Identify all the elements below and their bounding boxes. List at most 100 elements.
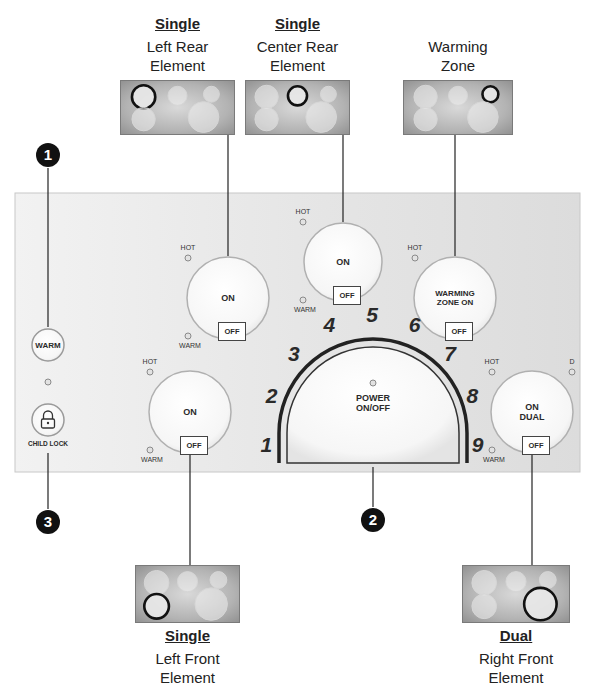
cooktop-drawing [404,81,512,134]
element-type: Single [142,626,234,645]
child-lock-button: CHILD LOCK [31,403,65,437]
element-name: Center Rear Element [252,37,344,75]
indicator-label: HOT [408,244,423,252]
button-circle [304,223,382,301]
power-level-number: 4 [323,314,335,336]
cooktop-drawing [136,566,239,622]
button-circle [32,404,64,436]
button-label: CHILD LOCK [28,440,68,448]
indicator-label: HOT [181,244,196,252]
cooktop-illustration: SingleLeft Rear Element [120,80,235,135]
button-label: ON [183,407,197,417]
element-caption: SingleCenter Rear Element [252,14,344,75]
burner [210,572,227,589]
button-circle [491,371,573,453]
burner [506,572,526,592]
button-label: OFF [452,328,467,336]
burner [472,594,497,619]
leader-line [372,467,373,507]
button-label: WARM [35,341,60,350]
burner [414,85,437,108]
power-level-number: 2 [266,385,278,407]
leader-line [47,453,48,509]
indicator-light [300,219,306,225]
button-label: ON [221,293,235,303]
button-shape [31,403,65,437]
burner [132,85,155,108]
burner [132,108,155,131]
indicator-label: HOT [485,358,500,366]
indicator-light [185,255,191,261]
button-label: OFF [529,442,544,450]
element-caption: SingleLeft Rear Element [132,14,224,75]
control-panel [15,193,580,472]
burner [539,572,556,589]
indicator-light [569,369,575,375]
indicator-light [412,255,418,261]
warm-button: WARM [31,328,65,362]
burner [320,86,336,102]
power-level-number: 3 [288,343,300,365]
indicator-label: WARM [483,456,505,464]
element-type: Single [132,14,224,33]
indicator-light [147,447,153,453]
control-knob: OFFON [303,222,383,302]
power-button: POWER ON/OFF [285,345,461,465]
power-level-number: 8 [467,385,479,407]
burner [524,588,556,620]
leader-line [227,135,228,256]
cooktop-surface [404,81,512,134]
control-knob: OFF ON [186,256,270,340]
burner [195,588,227,620]
burner [306,102,337,133]
indicator-label: WARM [294,306,316,314]
burner [168,86,187,105]
leader-line [454,135,455,256]
power-level-number: 7 [444,343,456,365]
element-name: Left Front Element [142,649,234,687]
indicator-light [45,379,51,385]
indicator-label: WARM [141,456,163,464]
power-level-number: 1 [261,434,273,456]
button-circle [149,371,231,453]
element-caption: Warming Zone [412,37,504,75]
leader-line [531,455,532,565]
cooktop-illustration: SingleCenter Rear Element [245,80,350,135]
lock-body [42,419,55,428]
button-label: ON DUAL [517,402,547,422]
cooktop-illustration: Warming Zone [403,80,513,135]
burner [144,570,169,595]
indicator-light [489,369,495,375]
cooktop-drawing [246,81,349,134]
cooktop-illustration: DualRight Front Element [462,565,570,623]
burner [467,102,498,133]
element-name: Right Front Element [470,649,562,687]
indicator-label: HOT [296,208,311,216]
power-ring [279,339,467,463]
off-button: OFF [333,286,361,305]
burner [177,572,197,592]
cooktop-surface [246,81,349,134]
lock-shackle [44,411,53,419]
cooktop-surface [121,81,234,134]
burner [144,594,169,619]
callout-number: 2 [361,508,385,532]
button-label: POWER ON/OFF [348,393,398,413]
power-pad [287,347,459,463]
power-level-number: 9 [472,434,484,456]
indicator-light [185,333,191,339]
burner [203,86,219,102]
cooktop-surface [136,566,239,622]
cooktop-surface [463,566,569,622]
leader-line [47,168,48,327]
button-label: OFF [340,292,355,300]
element-caption: SingleLeft Front Element [142,626,234,687]
cooktop-drawing [463,566,569,622]
indicator-light [489,447,495,453]
button-content: WARM [31,328,65,362]
cooktop-drawing [121,81,234,134]
off-button: OFF [218,322,246,341]
off-button: OFF [522,436,550,455]
indicator-label: D [569,358,574,366]
